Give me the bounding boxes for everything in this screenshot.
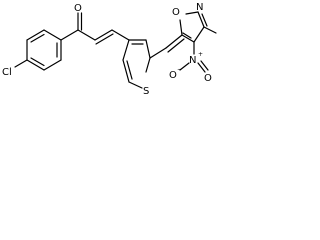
vinyl-linker xyxy=(149,34,185,59)
nitro-nitrogen-label: N xyxy=(189,55,196,66)
ketone-group xyxy=(60,12,83,41)
nitro-oxygen-2-label: O xyxy=(204,73,212,84)
carbonyl-oxygen-label: O xyxy=(74,3,82,14)
molecule-diagram: Cl O S O xyxy=(2,2,217,97)
chlorophenyl-ring xyxy=(26,29,62,71)
thiophene-sulfur-label: S xyxy=(143,86,149,97)
c-cl-bond xyxy=(14,59,28,68)
methyl-bond xyxy=(203,26,217,34)
nitro-nitrogen-charge: + xyxy=(198,51,203,58)
isoxazole-ring xyxy=(179,11,208,43)
thiophene-ring xyxy=(122,39,151,89)
nitro-oxygen-1-label: O xyxy=(169,70,177,81)
nitro-oxygen-1-charge: − xyxy=(177,66,182,73)
chlorine-label: Cl xyxy=(2,67,12,78)
nitro-group xyxy=(179,41,209,73)
isoxazole-oxygen-label: O xyxy=(172,7,180,18)
enone-chain xyxy=(77,29,130,45)
structure-canvas: Cl O S O xyxy=(0,0,218,109)
isoxazole-nitrogen-label: N xyxy=(196,2,203,13)
